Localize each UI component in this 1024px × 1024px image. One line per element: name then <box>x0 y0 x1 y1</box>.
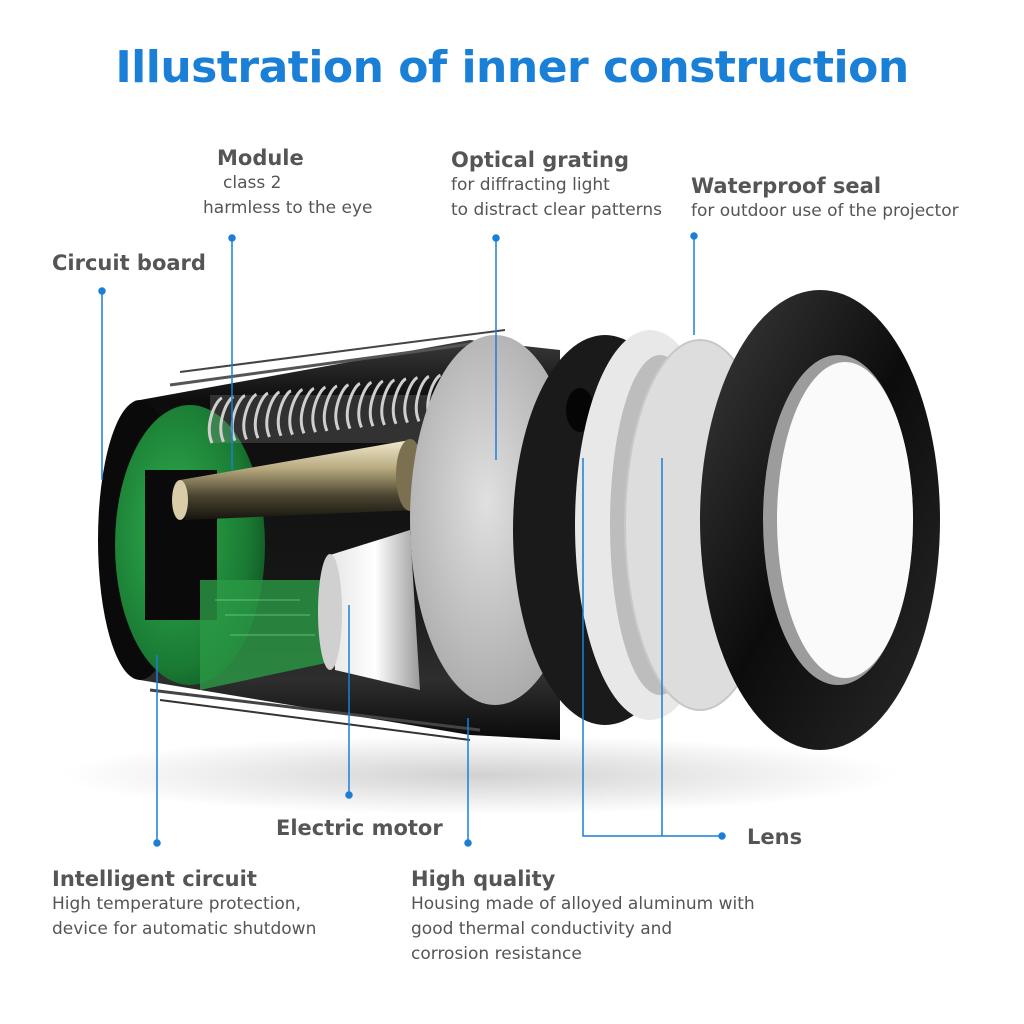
pointer-dot-electric-motor <box>346 792 352 798</box>
pointer-dot-optical-grating <box>493 235 499 241</box>
high-quality-line-2: good thermal conductivity and <box>411 917 755 942</box>
waterproof-seal-line-1: for outdoor use of the projector <box>691 199 959 224</box>
pointer-dot-waterproof-seal <box>691 233 697 239</box>
label-intelligent-circuit: Intelligent circuit High temperature pro… <box>52 866 316 942</box>
intelligent-circuit-line-2: device for automatic shutdown <box>52 917 316 942</box>
optical-grating-heading: Optical grating <box>451 147 662 173</box>
intelligent-circuit-heading: Intelligent circuit <box>52 866 316 892</box>
electric-motor-heading: Electric motor <box>276 815 443 841</box>
circuit-board-heading: Circuit board <box>52 250 206 276</box>
high-quality-heading: High quality <box>411 866 755 892</box>
high-quality-line-3: corrosion resistance <box>411 942 755 967</box>
label-electric-motor: Electric motor <box>276 815 443 841</box>
label-circuit-board: Circuit board <box>52 250 206 276</box>
lens-heading: Lens <box>747 824 802 850</box>
waterproof-seal-part <box>625 290 940 750</box>
label-lens: Lens <box>747 824 802 850</box>
label-waterproof-seal: Waterproof seal for outdoor use of the p… <box>691 173 959 224</box>
pointer-dot-high-quality <box>465 840 471 846</box>
high-quality-line-1: Housing made of alloyed aluminum with <box>411 892 755 917</box>
pointer-dot-intelligent-circuit <box>154 840 160 846</box>
electric-motor-part <box>318 530 420 690</box>
pointer-dot-circuit-board <box>99 288 105 294</box>
optical-grating-line-2: to distract clear patterns <box>451 198 662 223</box>
waterproof-seal-heading: Waterproof seal <box>691 173 959 199</box>
intelligent-circuit-line-1: High temperature protection, <box>52 892 316 917</box>
module-line-1: class 2 <box>217 171 373 196</box>
label-high-quality: High quality Housing made of alloyed alu… <box>411 866 755 967</box>
pointer-dot-lens <box>719 833 725 839</box>
pointer-dot-module <box>229 235 235 241</box>
label-module: Module class 2 harmless to the eye <box>217 145 373 221</box>
module-line-2: harmless to the eye <box>203 196 373 221</box>
module-heading: Module <box>217 145 373 171</box>
label-optical-grating: Optical grating for diffracting light to… <box>451 147 662 223</box>
floor-shadow <box>60 735 900 815</box>
optical-grating-line-1: for diffracting light <box>451 173 662 198</box>
